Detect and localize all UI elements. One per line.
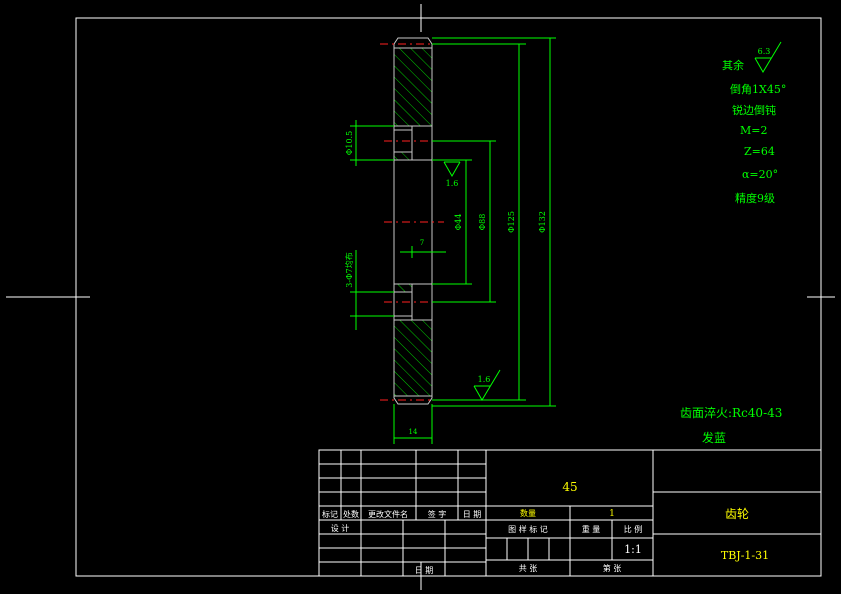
tb-drawing-no: TBJ-1-31 <box>721 549 769 562</box>
dim-key: 7 <box>420 239 424 247</box>
tb-weight-label: 重 量 <box>582 524 601 534</box>
hole-hatch-bottom <box>394 284 412 292</box>
note-teeth: Z=64 <box>744 145 775 158</box>
tb-change-doc: 更改文件名 <box>368 509 408 519</box>
dim-tip-dia: Φ132 <box>538 211 547 233</box>
dimension-lines <box>350 37 782 444</box>
tb-stage-label: 图 样 标 记 <box>508 524 548 534</box>
title-block <box>318 449 822 577</box>
tb-quantity: 1 <box>609 509 615 519</box>
note-precision: 精度9级 <box>735 191 775 205</box>
dim-root-dia: Φ125 <box>507 211 516 233</box>
hole-hatch-top <box>394 152 412 160</box>
note-pressure-angle: α=20° <box>742 168 778 181</box>
roughness-face: 1.6 <box>478 375 491 384</box>
note-blackening: 发蓝 <box>702 430 726 445</box>
tb-design: 设 计 <box>331 523 350 533</box>
note-module: M=2 <box>740 124 767 137</box>
note-rest-roughness: 6.3 <box>758 47 771 56</box>
tb-scale: 1:1 <box>624 543 642 556</box>
tb-signature: 签 字 <box>428 509 447 519</box>
roughness-bore: 1.6 <box>446 179 459 188</box>
tb-material: 45 <box>562 480 577 494</box>
tb-date: 日 期 <box>463 510 482 519</box>
dim-holes: 3-Φ7均布 <box>344 252 354 287</box>
tb-part-name: 齿轮 <box>725 507 749 521</box>
tb-mark: 标记 <box>322 509 338 519</box>
tb-count: 处数 <box>343 509 359 519</box>
dim-hub-dia: Φ88 <box>478 214 487 231</box>
tb-sheet-total: 共 张 <box>519 564 538 573</box>
dim-bore: Φ44 <box>454 214 463 231</box>
rim-hatch-top <box>394 48 432 126</box>
dim-width: 14 <box>409 428 418 436</box>
gear-outline <box>393 37 433 405</box>
tb-scale-label: 比 例 <box>624 524 643 534</box>
dim-hub-hole: Φ10.5 <box>345 131 354 155</box>
rim-hatch-bottom <box>394 320 432 396</box>
tb-sheet-no: 第 张 <box>603 563 622 573</box>
tb-quantity-label: 数量 <box>520 508 536 518</box>
note-chamfer: 倒角1X45° <box>730 83 786 96</box>
note-rest: 其余 <box>722 58 744 72</box>
tb-date2: 日 期 <box>415 566 434 575</box>
note-deburr: 锐边倒钝 <box>732 103 776 117</box>
gear-section <box>380 37 446 405</box>
note-hardening: 齿面淬火:Rc40-43 <box>680 405 782 420</box>
